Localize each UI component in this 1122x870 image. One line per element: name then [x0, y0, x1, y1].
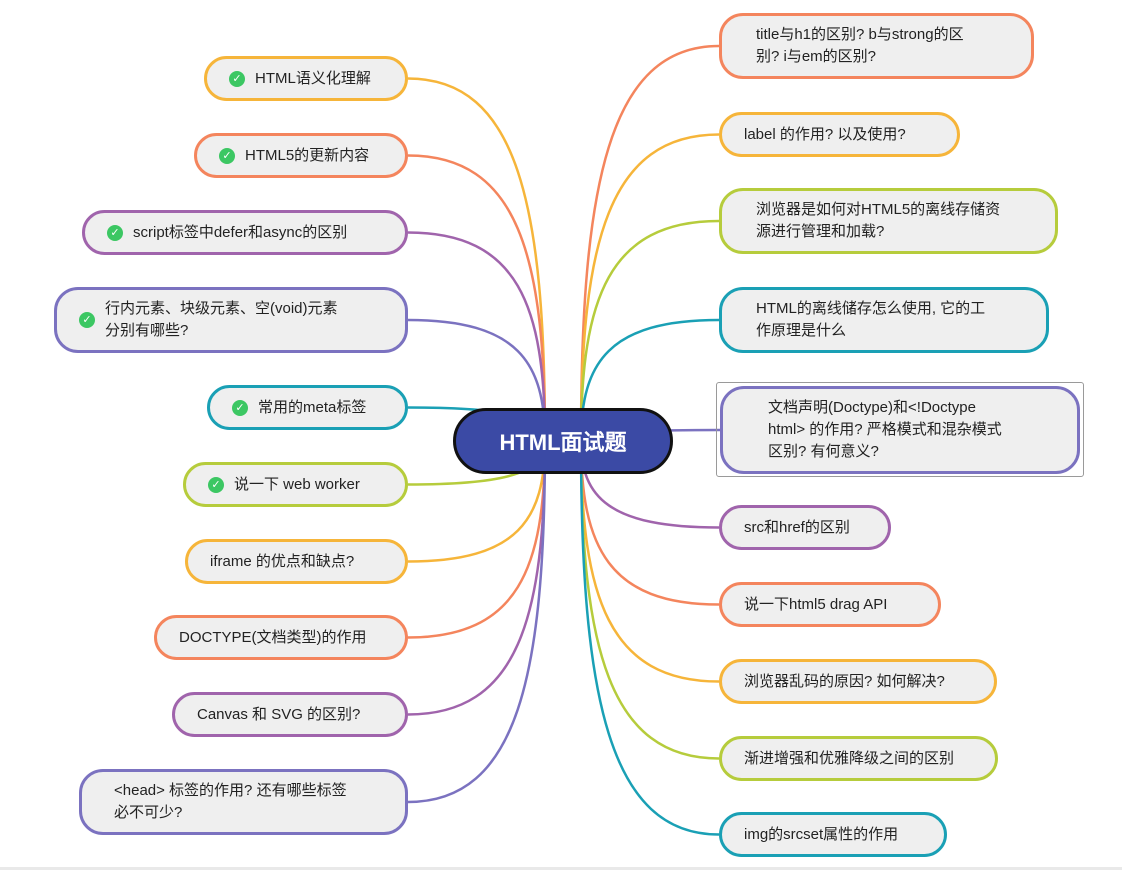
- topic-img-srcset[interactable]: img的srcset属性的作用: [719, 812, 947, 857]
- bottom-border: [0, 867, 1122, 870]
- check-icon: ✓: [229, 70, 245, 87]
- check-icon: ✓: [219, 147, 235, 164]
- topic-label: 说一下 web worker: [234, 475, 360, 493]
- connector-right-1: [579, 133, 720, 442]
- topic-canvas-svg[interactable]: Canvas 和 SVG 的区别?: [172, 692, 408, 737]
- connector-left-0: [407, 77, 547, 442]
- topic-label: img的srcset属性的作用: [744, 825, 899, 843]
- connector-left-1: [407, 154, 547, 442]
- topic-drag-api[interactable]: 说一下html5 drag API: [719, 582, 941, 627]
- topic-label: iframe 的优点和缺点?: [210, 552, 355, 570]
- check-icon: ✓: [79, 312, 95, 328]
- check-icon: ✓: [107, 224, 123, 241]
- topic-label: src和href的区别: [744, 518, 850, 536]
- topic-garbled-text[interactable]: 浏览器乱码的原因? 如何解决?: [719, 659, 997, 704]
- topic-offline-usage[interactable]: HTML的离线储存怎么使用, 它的工作原理是什么: [719, 287, 1049, 353]
- topic-label: <head> 标签的作用? 还有哪些标签必不可少?: [114, 782, 347, 821]
- topic-src-href[interactable]: src和href的区别: [719, 505, 891, 550]
- topic-label: DOCTYPE(文档类型)的作用: [179, 628, 367, 646]
- topic-label: 行内元素、块级元素、空(void)元素分别有哪些?: [105, 300, 338, 339]
- topic-label: 渐进增强和优雅降级之间的区别: [744, 749, 955, 767]
- topic-label: 说一下html5 drag API: [744, 595, 888, 613]
- topic-label-element[interactable]: label 的作用? 以及使用?: [719, 112, 960, 157]
- topic-inline-block-void[interactable]: ✓ 行内元素、块级元素、空(void)元素分别有哪些?: [54, 287, 408, 353]
- topic-iframe[interactable]: iframe 的优点和缺点?: [185, 539, 408, 584]
- topic-doctype[interactable]: DOCTYPE(文档类型)的作用: [154, 615, 408, 660]
- topic-label: title与h1的区别? b与strong的区别? i与em的区别?: [756, 26, 964, 65]
- topic-label: label 的作用? 以及使用?: [744, 125, 906, 143]
- topic-web-worker[interactable]: ✓ 说一下 web worker: [183, 462, 408, 507]
- connector-right-9: [579, 440, 720, 836]
- topic-label: 浏览器是如何对HTML5的离线存储资源进行管理和加载?: [756, 201, 1001, 240]
- connector-left-2: [407, 231, 547, 442]
- topic-progressive-enhancement[interactable]: 渐进增强和优雅降级之间的区别: [719, 736, 998, 781]
- topic-label: 常用的meta标签: [258, 398, 367, 416]
- central-topic[interactable]: HTML面试题: [453, 408, 673, 474]
- topic-offline-storage[interactable]: 浏览器是如何对HTML5的离线存储资源进行管理和加载?: [719, 188, 1058, 254]
- central-topic-label: HTML面试题: [499, 430, 627, 455]
- selection-box: [716, 382, 1084, 477]
- topic-html5-updates[interactable]: ✓ HTML5的更新内容: [194, 133, 408, 178]
- topic-title-h1-b-strong[interactable]: title与h1的区别? b与strong的区别? i与em的区别?: [719, 13, 1034, 79]
- connector-right-2: [579, 219, 720, 442]
- connector-left-9: [407, 440, 547, 804]
- topic-label: HTML的离线储存怎么使用, 它的工作原理是什么: [756, 300, 986, 339]
- connector-right-7: [579, 440, 720, 683]
- topic-label: 浏览器乱码的原因? 如何解决?: [744, 672, 945, 690]
- topic-head-tag[interactable]: <head> 标签的作用? 还有哪些标签必不可少?: [79, 769, 408, 835]
- topic-label: script标签中defer和async的区别: [133, 223, 348, 241]
- topic-label: HTML5的更新内容: [245, 146, 370, 164]
- topic-label: Canvas 和 SVG 的区别?: [197, 705, 361, 723]
- topic-meta-tags[interactable]: ✓ 常用的meta标签: [207, 385, 408, 430]
- topic-script-defer-async[interactable]: ✓ script标签中defer和async的区别: [82, 210, 408, 255]
- topic-label: HTML语义化理解: [255, 69, 371, 87]
- topic-html-semantics[interactable]: ✓ HTML语义化理解: [204, 56, 408, 101]
- check-icon: ✓: [232, 399, 248, 416]
- connector-right-0: [579, 44, 720, 442]
- check-icon: ✓: [208, 476, 224, 493]
